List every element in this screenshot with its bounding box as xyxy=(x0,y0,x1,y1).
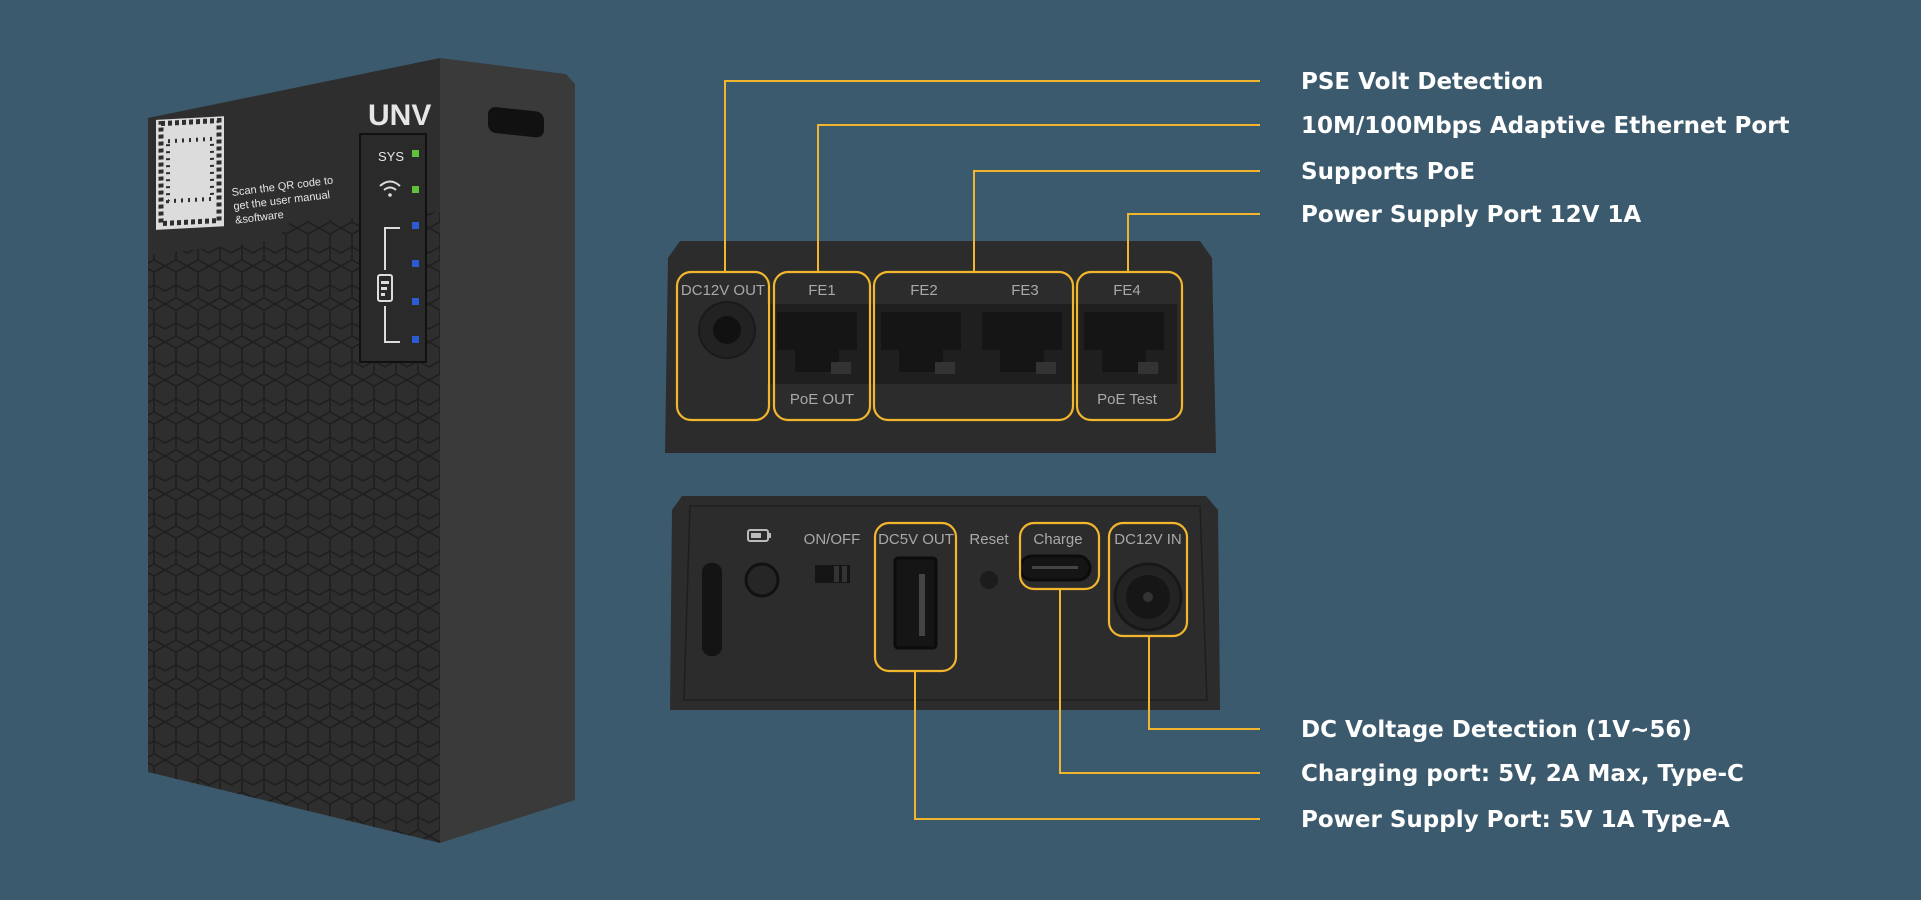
highlight-fe4 xyxy=(1075,270,1184,422)
callout-line-12v xyxy=(1127,213,1260,272)
device-hex-texture xyxy=(148,212,440,843)
port-label-dc12v-out: DC12V OUT xyxy=(681,282,765,299)
callout-ethernet-port: 10M/100Mbps Adaptive Ethernet Port xyxy=(1301,113,1790,139)
port-label-charge: Charge xyxy=(1033,531,1082,548)
battery-led-4 xyxy=(412,336,419,343)
device-side-face xyxy=(440,58,575,843)
power-switch xyxy=(815,565,850,583)
battery-led-1 xyxy=(412,222,419,229)
callout-dc-voltage-detection: DC Voltage Detection (1V~56) xyxy=(1301,717,1692,743)
dc12v-in-jack xyxy=(1113,562,1183,632)
wifi-led xyxy=(412,186,419,193)
port-label-fe2: FE2 xyxy=(910,282,938,299)
callout-line-dc-detect xyxy=(1148,636,1260,730)
highlight-fe1 xyxy=(772,270,872,422)
port-label-poe-test: PoE Test xyxy=(1097,391,1158,408)
highlight-dc12v-out xyxy=(675,270,771,422)
battery-check-button xyxy=(744,562,780,598)
port-label-reset: Reset xyxy=(969,531,1009,548)
usb-a-port xyxy=(893,556,938,650)
callout-labels: PSE Volt Detection 10M/100Mbps Adaptive … xyxy=(1301,69,1790,833)
callout-supports-poe: Supports PoE xyxy=(1301,159,1475,185)
brand-logo: UNV xyxy=(368,99,431,132)
led-panel: SYS xyxy=(359,133,427,363)
rj45-ports xyxy=(777,312,1164,374)
port-label-fe4: FE4 xyxy=(1113,282,1141,299)
reset-pinhole xyxy=(980,571,998,589)
callout-line-charging xyxy=(1059,589,1260,774)
callout-line-type-a xyxy=(914,671,1260,820)
callout-line-ethernet xyxy=(817,124,1260,272)
top-port-panel: DC12V OUT FE1 FE2 FE3 FE4 PoE OUT PoE Te… xyxy=(665,241,1216,453)
device-render: Scan the QR code to get the user manual … xyxy=(148,58,575,843)
bottom-port-panel: ON/OFF DC5V OUT Reset Charge DC12V IN xyxy=(670,496,1220,710)
battery-icon xyxy=(377,274,393,302)
port-label-fe1: FE1 xyxy=(808,282,836,299)
port-label-poe-out: PoE OUT xyxy=(790,391,854,408)
dc12v-out-jack xyxy=(698,301,756,359)
callout-lines xyxy=(724,80,1260,820)
side-slot xyxy=(702,563,722,656)
battery-check-icon xyxy=(747,529,771,542)
wifi-icon xyxy=(379,180,401,191)
port-label-fe3: FE3 xyxy=(1011,282,1039,299)
rj45-port-fe3 xyxy=(982,312,1062,374)
battery-led-2 xyxy=(412,260,419,267)
usb-c-port xyxy=(1018,554,1092,582)
callout-line-pse xyxy=(724,80,1260,272)
port-label-on-off: ON/OFF xyxy=(804,531,861,548)
rj45-port-fe1 xyxy=(777,312,857,374)
callout-charging-port: Charging port: 5V, 2A Max, Type-C xyxy=(1301,761,1744,787)
rj45-port-fe4 xyxy=(1084,312,1164,374)
sys-led xyxy=(412,150,419,157)
callout-pse-volt-detection: PSE Volt Detection xyxy=(1301,69,1543,95)
qr-code xyxy=(156,116,224,230)
device-side-slot xyxy=(488,107,544,138)
sys-label: SYS xyxy=(378,149,404,164)
rj45-port-fe2 xyxy=(881,312,961,374)
callout-power-type-a: Power Supply Port: 5V 1A Type-A xyxy=(1301,807,1730,833)
battery-led-3 xyxy=(412,298,419,305)
port-label-dc5v-out: DC5V OUT xyxy=(878,531,954,548)
qr-caption-line-3: &software xyxy=(234,209,284,227)
callout-line-poe xyxy=(973,170,1260,272)
callout-power-12v: Power Supply Port 12V 1A xyxy=(1301,202,1641,228)
port-label-dc12v-in: DC12V IN xyxy=(1114,531,1182,548)
